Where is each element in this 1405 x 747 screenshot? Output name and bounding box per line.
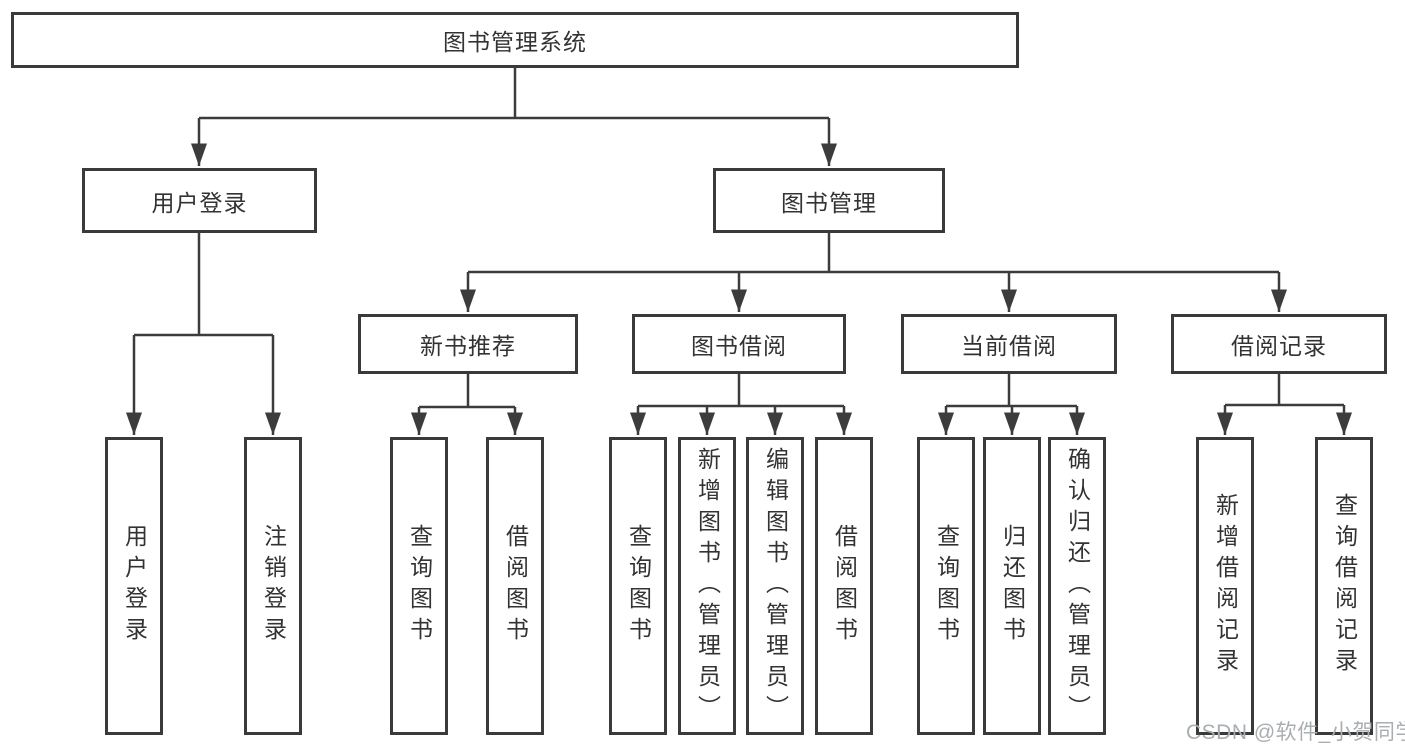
node-leaf-query-book-2: 查询图书 xyxy=(609,437,667,735)
node-leaf-add-borrow-record: 新增借阅记录 xyxy=(1196,437,1254,735)
node-label: 用户登录 xyxy=(151,189,248,216)
node-borrow-records: 借阅记录 xyxy=(1171,314,1387,374)
node-label: 查询图书 xyxy=(406,524,433,648)
node-leaf-return-book: 归还图书 xyxy=(983,437,1041,735)
node-current-borrow: 当前借阅 xyxy=(901,314,1117,374)
node-label: 借阅记录 xyxy=(1231,333,1327,359)
node-label: 查询图书 xyxy=(933,524,960,648)
node-label: 当前借阅 xyxy=(961,333,1057,359)
node-leaf-edit-book-admin: 编辑图书（管理员） xyxy=(746,437,804,735)
node-leaf-query-book-3: 查询图书 xyxy=(917,437,975,735)
node-label: 查询借阅记录 xyxy=(1331,493,1358,679)
node-leaf-user-login: 用户登录 xyxy=(105,437,163,735)
node-new-book-recommend: 新书推荐 xyxy=(358,314,578,374)
node-leaf-add-book-admin: 新增图书（管理员） xyxy=(678,437,736,735)
node-label: 注销登录 xyxy=(260,524,287,648)
node-label: 借阅图书 xyxy=(831,524,858,648)
node-label: 新增借阅记录 xyxy=(1212,493,1239,679)
node-leaf-query-borrow-record: 查询借阅记录 xyxy=(1315,437,1373,735)
node-leaf-borrow-book-2: 借阅图书 xyxy=(815,437,873,735)
node-label: 归还图书 xyxy=(999,524,1026,648)
node-user-login: 用户登录 xyxy=(82,168,317,233)
connector-root xyxy=(191,68,838,166)
node-book-management: 图书管理 xyxy=(713,168,945,233)
node-label: 查询图书 xyxy=(625,524,652,648)
node-leaf-logout: 注销登录 xyxy=(244,437,302,735)
connector-book-management xyxy=(460,233,1288,312)
node-root: 图书管理系统 xyxy=(11,12,1019,68)
node-label: 用户登录 xyxy=(121,524,148,648)
node-label: 编辑图书（管理员） xyxy=(762,446,789,726)
node-label: 图书管理 xyxy=(781,189,877,216)
node-label: 新书推荐 xyxy=(420,333,516,359)
connector-new-book-recommend xyxy=(411,374,524,435)
connector-user-login xyxy=(126,233,282,435)
connector-borrow-records xyxy=(1217,374,1353,435)
node-leaf-query-book-1: 查询图书 xyxy=(390,437,448,735)
node-leaf-borrow-book-1: 借阅图书 xyxy=(486,437,544,735)
node-leaf-confirm-return-admin: 确认归还（管理员） xyxy=(1048,437,1106,735)
node-book-borrow: 图书借阅 xyxy=(632,314,846,374)
node-label: 图书管理系统 xyxy=(443,29,587,55)
node-label: 新增图书（管理员） xyxy=(694,446,721,726)
node-label: 借阅图书 xyxy=(502,524,529,648)
csdn-watermark: CSDN @软件_小贺同学 xyxy=(1186,721,1405,744)
connector-book-borrow xyxy=(630,374,853,435)
node-label: 确认归还（管理员） xyxy=(1064,446,1091,726)
connector-current-borrow xyxy=(938,374,1086,435)
node-label: 图书借阅 xyxy=(691,333,787,359)
